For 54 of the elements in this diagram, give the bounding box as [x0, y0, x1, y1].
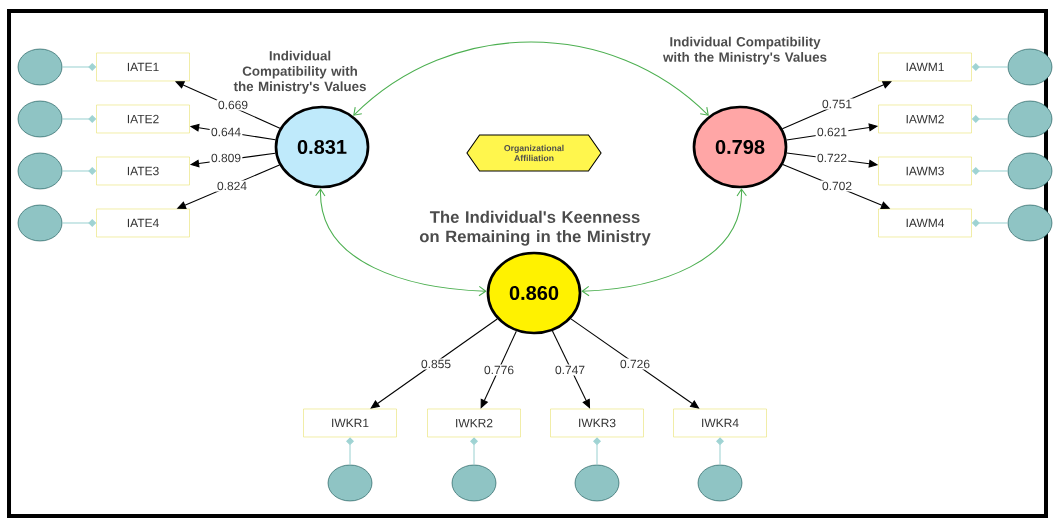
error-connector — [346, 437, 354, 466]
indicator-box: IWKR2 — [427, 408, 521, 438]
error-connector — [470, 437, 478, 466]
edge-label: 0.644 — [209, 126, 243, 138]
edge-label: 0.855 — [419, 358, 453, 370]
error-circle — [697, 464, 743, 502]
indicator-box: IWKR4 — [673, 408, 767, 438]
indicator-box: IATE3 — [96, 156, 190, 186]
error-circle — [17, 48, 63, 86]
error-circle — [1007, 152, 1053, 190]
indicator-box: IWKR3 — [550, 408, 644, 438]
latent-title: Individual Compatibility with the Ministry's Values — [233, 50, 366, 94]
edge-label: 0.747 — [553, 364, 587, 376]
error-circle — [17, 100, 63, 138]
correlation-arrow — [315, 188, 487, 297]
edge-label: 0.669 — [216, 99, 250, 111]
hexagon-label: Organizational Affiliation — [466, 134, 602, 172]
loading-arrow — [480, 330, 517, 409]
indicator-box: IATE2 — [96, 104, 190, 134]
error-circle — [1007, 204, 1053, 242]
loading-arrow — [551, 330, 591, 409]
indicator-box: IAWM3 — [878, 156, 972, 186]
error-connector — [716, 437, 724, 466]
edge-label: 0.621 — [815, 126, 849, 138]
indicator-box: IATE4 — [96, 208, 190, 238]
error-circle — [1007, 48, 1053, 86]
latent-title: The Individual's Keenness on Remaining in the Ministry — [419, 210, 651, 246]
edge-label: 0.702 — [820, 180, 854, 192]
loading-arrow — [370, 318, 498, 409]
error-circle — [327, 464, 373, 502]
correlation-arrow — [353, 41, 709, 116]
indicator-box: IAWM4 — [878, 208, 972, 238]
latent-title: Individual Compatibility with the Ministry's Values — [663, 36, 827, 65]
edge-label: 0.776 — [482, 364, 516, 376]
edge-label: 0.726 — [618, 358, 652, 370]
edge-label: 0.722 — [815, 152, 849, 164]
edge-label: 0.751 — [820, 98, 854, 110]
error-connector — [61, 167, 97, 175]
indicator-box: IWKR1 — [303, 408, 397, 438]
error-circle — [451, 464, 497, 502]
indicator-box: IATE1 — [96, 52, 190, 82]
error-circle — [17, 152, 63, 190]
error-circle — [17, 204, 63, 242]
edge-label: 0.824 — [215, 180, 249, 192]
indicator-box: IAWM1 — [878, 52, 972, 82]
error-circle — [574, 464, 620, 502]
edge-label: 0.809 — [209, 152, 243, 164]
error-circle — [1007, 100, 1053, 138]
indicator-box: IAWM2 — [878, 104, 972, 134]
error-connector — [61, 219, 97, 227]
error-connector — [61, 115, 97, 123]
correlation-arrow — [581, 188, 747, 297]
error-connector — [61, 63, 97, 71]
error-connector — [593, 437, 601, 466]
